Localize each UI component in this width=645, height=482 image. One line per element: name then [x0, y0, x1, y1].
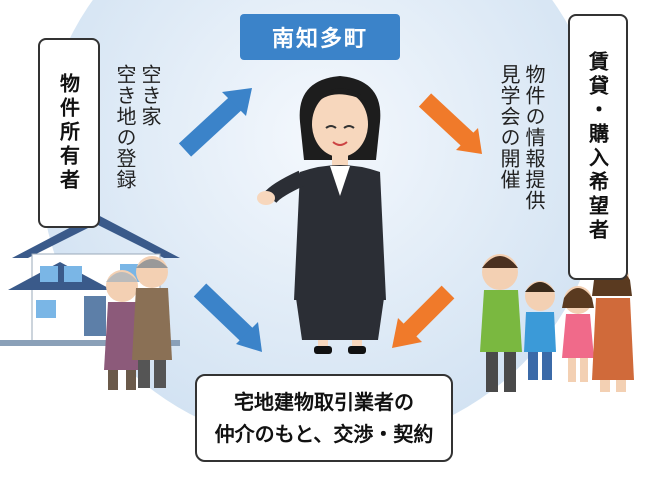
arrow-owner-to-town	[178, 88, 252, 157]
owner-label-box: 物件所有者	[38, 38, 100, 228]
registration-line-1: 空き家	[138, 64, 162, 127]
registration-line-2: 空き地の登録	[113, 64, 137, 190]
info-line-2: 見学会の開催	[497, 64, 521, 190]
info-text: 物件の情報提供 見学会の開催	[496, 64, 546, 211]
info-line-1: 物件の情報提供	[522, 64, 546, 211]
agent-line-1: 宅地建物取引業者の	[234, 390, 414, 414]
seeker-label-box: 賃貸・購入希望者	[568, 14, 628, 280]
arrow-town-to-seeker	[418, 93, 482, 154]
seeker-label: 賃貸・購入希望者	[585, 51, 610, 243]
family-illustration	[480, 254, 634, 392]
agent-line-2: 仲介のもと、交渉・契約	[214, 422, 434, 446]
registration-text: 空き家 空き地の登録	[112, 64, 162, 190]
staff-woman-illustration	[257, 76, 386, 354]
town-label-box: 南知多町	[240, 14, 400, 60]
arrow-owner-to-agent	[193, 283, 262, 352]
arrow-seeker-to-agent	[392, 285, 455, 348]
owner-label: 物件所有者	[56, 73, 81, 193]
elderly-couple-illustration	[104, 256, 172, 390]
agent-contract-box: 宅地建物取引業者の 仲介のもと、交渉・契約	[195, 374, 453, 462]
